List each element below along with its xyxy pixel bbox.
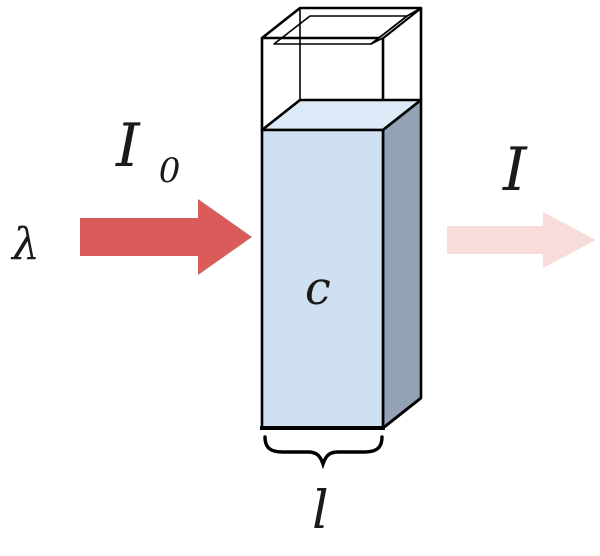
incident-intensity-base: I: [115, 111, 141, 181]
cuvette-bottom-back-edge: [382, 396, 422, 430]
path-length-brace: [263, 435, 384, 470]
incident-intensity-subscript: 0: [159, 151, 181, 191]
wavelength-label: λ: [10, 219, 40, 270]
incident-intensity-label: I 0: [115, 111, 180, 191]
transmitted-intensity-label: I: [502, 135, 528, 205]
path-length-label: l: [312, 481, 329, 541]
cuvette: [260, 6, 423, 430]
incident-light-arrow: [80, 199, 252, 275]
cuvette-opening: [273, 15, 408, 45]
cuvette-side-face: [381, 98, 423, 430]
concentration-label: c: [305, 261, 331, 315]
transmitted-light-arrow: [447, 212, 596, 268]
